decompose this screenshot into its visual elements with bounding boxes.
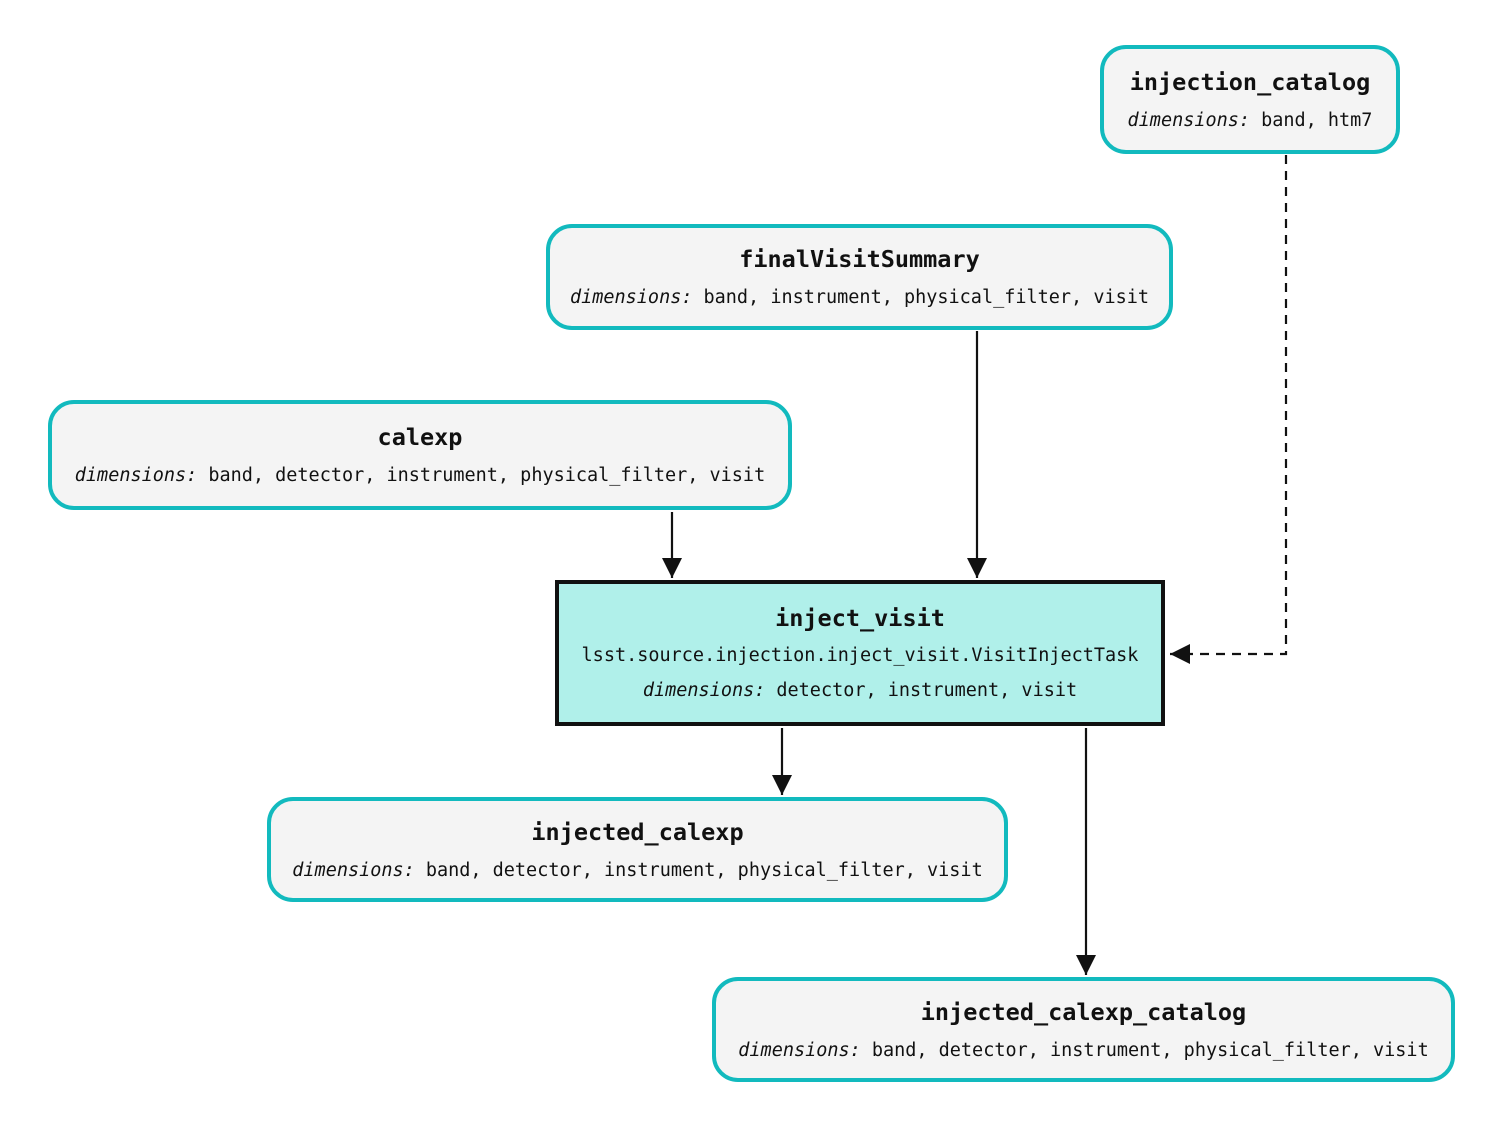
node-title: finalVisitSummary	[739, 245, 980, 273]
dimensions-label: dimensions:	[74, 465, 198, 486]
node-injected-calexp-catalog: injected_calexp_catalog dimensions: band,…	[712, 977, 1455, 1082]
node-dimensions: dimensions: band, detector, instrument, p…	[75, 465, 765, 487]
node-dimensions: dimensions: band, htm7	[1128, 110, 1373, 132]
dimensions-label: dimensions:	[738, 1039, 861, 1061]
node-calexp: calexp dimensions: band, detector, instru…	[48, 400, 792, 510]
node-injected-calexp: injected_calexp dimensions: band, detecto…	[267, 797, 1008, 902]
node-dimensions: dimensions: band, detector, instrument, p…	[738, 1040, 1428, 1062]
node-title: injection_catalog	[1129, 67, 1371, 96]
dimensions-label: dimensions:	[1127, 109, 1251, 131]
node-dimensions: dimensions: detector, instrument, visit	[643, 680, 1077, 702]
node-title: calexp	[377, 423, 463, 451]
dimensions-value: band, detector, instrument, physical_fil…	[425, 859, 983, 881]
node-title: inject_visit	[775, 604, 945, 632]
dimensions-label: dimensions:	[292, 859, 415, 881]
task-class-path: lsst.source.injection.inject_visit.Visit…	[581, 645, 1139, 666]
node-finalvisitsummary: finalVisitSummary dimensions: band, instr…	[546, 224, 1173, 330]
node-title: injected_calexp	[531, 817, 744, 846]
dimensions-label: dimensions:	[569, 287, 693, 308]
node-title: injected_calexp_catalog	[920, 997, 1247, 1026]
dimensions-value: band, detector, instrument, physical_fil…	[871, 1039, 1429, 1061]
node-inject-visit-task: inject_visit lsst.source.injection.injec…	[555, 580, 1165, 726]
dimensions-value: band, instrument, physical_filter, visit	[703, 287, 1150, 308]
dimensions-value: band, htm7	[1261, 109, 1373, 131]
dimensions-value: band, detector, instrument, physical_fil…	[208, 465, 766, 486]
dimensions-label: dimensions:	[642, 680, 766, 701]
node-dimensions: dimensions: band, detector, instrument, p…	[292, 860, 982, 882]
dimensions-value: detector, instrument, visit	[776, 680, 1078, 701]
node-injection-catalog: injection_catalog dimensions: band, htm7	[1100, 45, 1400, 154]
edge-injection-catalog-to-inject-visit-dashed	[1170, 155, 1288, 664]
node-dimensions: dimensions: band, instrument, physical_fi…	[570, 287, 1149, 309]
